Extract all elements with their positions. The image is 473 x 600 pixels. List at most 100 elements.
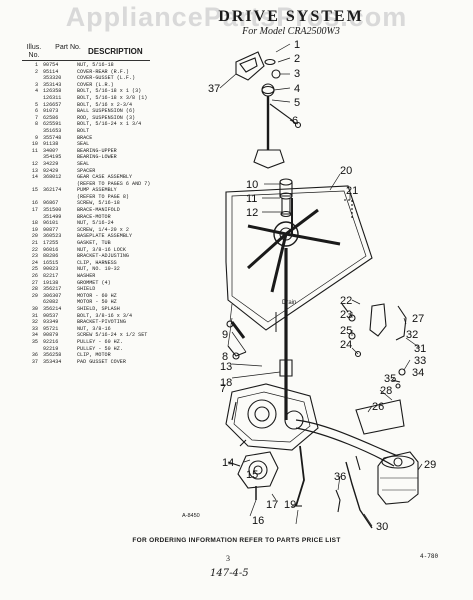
gear-case	[225, 383, 319, 451]
part-number: 91138	[43, 141, 59, 148]
part-number: 62586	[43, 114, 59, 121]
part-description: CLIP, HARNESS	[77, 259, 117, 266]
part-number: 126311	[43, 94, 62, 101]
callout-10: 10	[246, 179, 258, 191]
part-description: SEAL	[77, 160, 90, 167]
part-number: 353143	[43, 81, 62, 88]
part-description: BEARING-LOWER	[77, 154, 117, 161]
callout-31: 31	[414, 343, 426, 355]
illus-number: 28	[31, 286, 38, 293]
part-number: 306307	[43, 292, 62, 299]
callout-7: 7	[220, 383, 226, 395]
illus-number: 29	[31, 292, 38, 299]
part-description: GEAR CASE ASSEMBLY	[77, 174, 133, 181]
part-number: 353320	[43, 75, 62, 82]
callout-34: 34	[412, 367, 424, 379]
part-description: (REFER TO PAGE 8)	[77, 193, 129, 200]
callout-4: 4	[294, 83, 300, 95]
callout-8: 8	[222, 351, 228, 363]
part-description: CLIP, MOTOR	[77, 352, 111, 359]
part-number: 88286	[43, 253, 59, 260]
illus-number: 8	[34, 121, 38, 128]
illus-number: 4	[34, 88, 38, 95]
illus-number: 18	[31, 220, 38, 227]
model-subtitle: For Model CRA2500W3	[242, 26, 340, 37]
part-description: NUT, 5/16-18	[77, 62, 114, 68]
part-number: 90879	[43, 332, 59, 339]
motor	[377, 451, 419, 505]
watermark: AppliancePartsPros.com	[65, 2, 408, 32]
part-description: SCREW, 5/16-18	[77, 200, 120, 207]
illus-number: 5	[34, 101, 38, 108]
callout-16: 16	[252, 515, 264, 527]
illus-number: 24	[31, 259, 38, 266]
col-header-illus-no: Illus. No.	[26, 44, 42, 59]
part-number: 92429	[43, 167, 59, 174]
callout-14: 14	[222, 457, 234, 469]
illus-number: 27	[31, 279, 38, 286]
drive-belt	[295, 419, 399, 457]
illus-number: 17	[31, 207, 38, 214]
part-number: 90754	[43, 62, 59, 68]
art-code: A-8450	[182, 513, 200, 519]
part-description: BRACE	[77, 134, 93, 141]
ordering-footer: FOR ORDERING INFORMATION REFER TO PARTS …	[132, 537, 341, 544]
brace-foot	[253, 149, 285, 169]
part-number: 351653	[43, 127, 62, 134]
part-description: BASEPLATE ASSEMBLY	[77, 233, 133, 240]
part-number: 356217	[43, 286, 62, 293]
part-number: 91073	[43, 108, 59, 115]
illus-number: 16	[31, 200, 38, 207]
part-description: BEARING-UPPER	[77, 147, 117, 154]
part-number: 82217	[43, 273, 59, 279]
part-description: SEAL	[77, 141, 90, 148]
illus-number: 25	[31, 266, 38, 273]
part-number: 92219	[43, 345, 59, 352]
part-number: 62082	[43, 299, 59, 306]
part-number: 34229	[43, 160, 59, 167]
illus-number: 6	[34, 108, 38, 115]
callout-25: 25	[340, 325, 352, 337]
illus-number: 34	[31, 332, 38, 339]
callout-19: 19	[284, 499, 296, 511]
part-number: 356258	[43, 352, 62, 359]
part-row: (REFER TO PAGE 8)	[22, 194, 182, 201]
callout-11: 11	[246, 193, 257, 205]
illus-number: 1	[34, 62, 38, 68]
part-description: COVER (L.R.)	[77, 81, 114, 88]
callout-13: 13	[220, 361, 232, 373]
bolt-head-3	[271, 69, 281, 79]
part-description: BOLT	[77, 127, 90, 134]
illus-number: 19	[31, 226, 38, 233]
part-description: PULLEY - 60 HZ.	[77, 338, 123, 345]
part-number: 17255	[43, 240, 59, 247]
illus-number: 37	[31, 358, 38, 365]
illus-number: 9	[34, 134, 38, 141]
handwritten-note: 147-4-5	[210, 568, 249, 579]
part-number: 625591	[43, 121, 62, 128]
part-description: MOTOR - 60 HZ	[77, 292, 117, 299]
part-description: BOLT, 5/16 x 2-3/4	[77, 101, 133, 108]
callout-26: 26	[372, 401, 384, 413]
callout-17: 17	[266, 499, 278, 511]
callout-29: 29	[424, 459, 436, 471]
callout-35: 35	[384, 373, 396, 385]
